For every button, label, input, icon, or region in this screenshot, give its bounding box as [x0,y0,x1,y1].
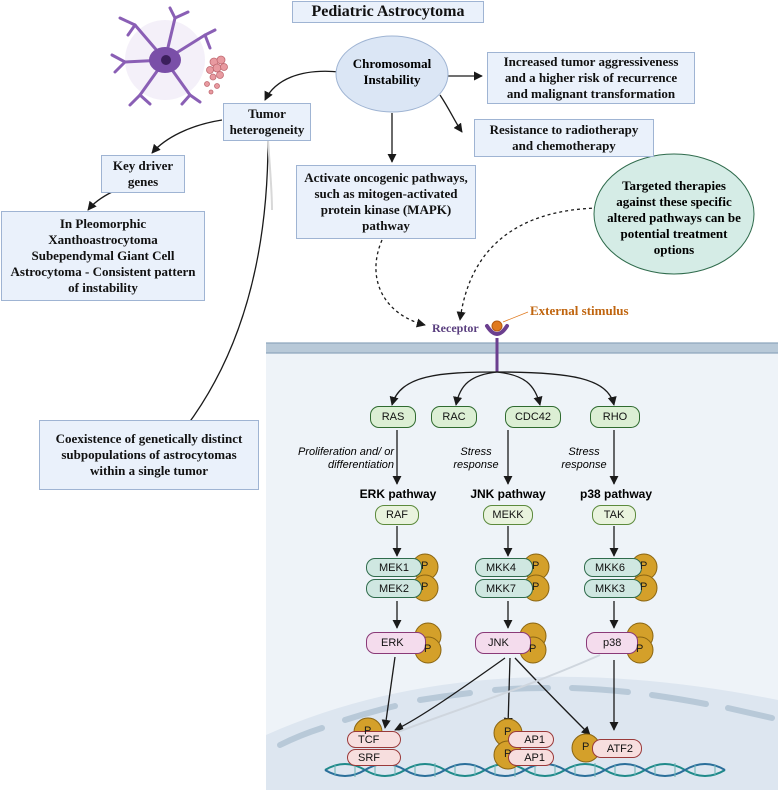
kinase-mekk: MEKK [483,505,533,525]
phospho-label: P [532,581,540,593]
kinase-mkk3: MKK3 [584,579,642,598]
phospho-label: P [424,643,432,655]
astrocyte-cell-icon [110,6,217,107]
tumor-aggressiveness-box: Increased tumor aggressiveness and a hig… [487,52,695,104]
tf-tcf: TCF [347,731,401,748]
kinase-raf: RAF [375,505,419,525]
tf-srf: SRF [347,749,401,766]
gtpase-ras: RAS [370,406,416,428]
kinase-mkk4: MKK4 [475,558,533,577]
chromosomal-instability-ellipse [335,35,449,113]
targeted-therapy-ellipse [593,153,755,275]
phospho-label: P [504,726,512,738]
chromosomal-instability-label: Chromosomal Instability [352,56,432,87]
phospho-label: P [532,560,540,572]
page-title: Pediatric Astrocytoma [292,1,484,23]
phospho-label: P [640,581,648,593]
phospho-label: P [582,741,590,753]
tf-atf2: ATF2 [592,739,642,758]
kinase-mek1: MEK1 [366,558,422,577]
kinase-mkk7: MKK7 [475,579,533,598]
activate-pathways-box: Activate oncogenic pathways, such as mit… [296,165,476,239]
phospho-label: P [364,725,372,737]
p38-pathway-label: p38 pathway [579,487,653,501]
receptor-icon [485,320,509,372]
pleomorphic-box: In Pleomorphic Xanthoastrocytoma Subepen… [1,211,205,301]
key-driver-genes-box: Key driver genes [101,155,185,193]
stress-response-annotation-p38: Stress response [561,446,607,471]
targeted-therapy-label: Targeted therapies against these specifi… [607,178,741,257]
kinase-jnk: JNK [475,632,531,654]
tumor-heterogeneity-box: Tumor heterogeneity [223,103,311,141]
kinase-tak: TAK [592,505,636,525]
gtpase-cdc42: CDC42 [505,406,561,428]
gtpase-rho: RHO [590,406,640,428]
plasma-membrane [266,343,778,353]
phospho-label: P [640,560,648,572]
phospho-label: P [421,560,429,572]
phospho-label: P [421,581,429,593]
coexistence-box: Coexistence of genetically distinct subp… [39,420,259,490]
stress-response-annotation-jnk: Stress response [453,446,499,471]
tf-ap1-a: AP1 [508,731,554,748]
phospho-label: P [636,643,644,655]
proliferation-annotation: Proliferation and/ or differentiation [298,446,394,471]
gtpase-rac: RAC [431,406,477,428]
phospho-label: P [529,643,537,655]
nuclear-envelope [277,685,775,748]
erk-pathway-label: ERK pathway [359,487,437,501]
kinase-mek2: MEK2 [366,579,422,598]
phospho-label: P [504,748,512,760]
tumor-cluster-icon [204,55,228,95]
jnk-pathway-label: JNK pathway [470,487,546,501]
kinase-mkk6: MKK6 [584,558,642,577]
kinase-p38: p38 [586,632,638,654]
external-stimulus-label: External stimulus [530,303,629,318]
kinase-erk: ERK [366,632,426,654]
tf-ap1-b: AP1 [508,749,554,766]
resistance-box: Resistance to radiotherapy and chemother… [474,119,654,157]
receptor-label: Receptor [432,321,479,335]
